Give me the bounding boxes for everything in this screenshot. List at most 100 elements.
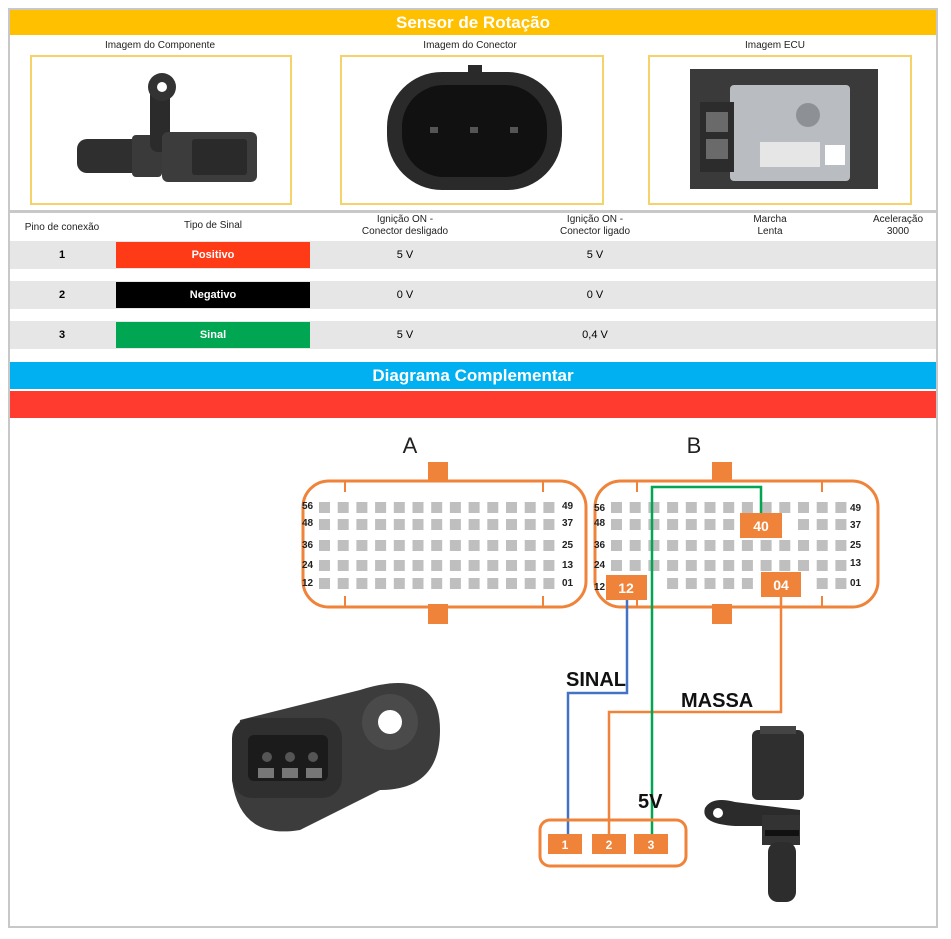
connector-pad (685, 560, 697, 571)
connector-pad (798, 519, 809, 530)
connector-pad (611, 560, 622, 571)
row-label-right: 25 (562, 540, 574, 551)
page-frame (8, 8, 938, 928)
page-title: Sensor de Rotação (10, 10, 936, 35)
connector-pad (524, 502, 536, 513)
connector-pad (816, 502, 828, 513)
connector-pad (356, 540, 368, 551)
connector-pad (648, 519, 660, 530)
connector-pad (319, 540, 330, 551)
connector-pad (449, 502, 461, 513)
connector-pad (816, 560, 828, 571)
pin-number: 1 (58, 249, 66, 261)
signal-type-badge: Positivo (116, 242, 310, 268)
connector-pad (319, 502, 330, 513)
row-label-right: 13 (562, 560, 574, 571)
connector-pad (779, 540, 791, 551)
ign-connected-value: 0 V (586, 289, 604, 301)
connector-pad (506, 578, 517, 589)
row-label-left: 12 (594, 582, 606, 593)
connector-b-label: B (687, 433, 702, 458)
connector-b-top-tab (712, 462, 732, 482)
connector-pad (524, 519, 536, 530)
header-idle-line1: Marcha (753, 214, 787, 225)
signal-type-badge: Negativo (116, 282, 310, 308)
ecu-image (648, 55, 912, 205)
connector-pad (835, 560, 847, 571)
connector-pad (798, 540, 809, 551)
sensor-pin-label: 3 (648, 838, 655, 852)
connector-pad (723, 540, 735, 551)
row-label-right: 13 (850, 558, 862, 569)
row-label-right: 49 (850, 503, 862, 514)
connector-pad (543, 578, 555, 589)
connector-pad (431, 519, 443, 530)
connector-pad (319, 519, 330, 530)
connector-pad (648, 502, 660, 513)
table-row: 3 Sinal 5 V 0,4 V (10, 321, 936, 349)
pin-12-label: 12 (618, 580, 634, 596)
connector-pad (835, 502, 847, 513)
ign-disconnected-value: 5 V (396, 329, 414, 341)
connector-pad (667, 560, 679, 571)
section-divider (10, 391, 936, 418)
connector-pad (319, 560, 330, 571)
connector-pad (431, 578, 443, 589)
header-accel-line2: 3000 (886, 226, 910, 237)
row-label-left: 48 (302, 518, 314, 529)
connector-pad (685, 540, 697, 551)
ign-connected-value: 0,4 V (582, 329, 608, 341)
connector-a-label: A (403, 433, 418, 458)
connector-pad (337, 560, 349, 571)
header-ign-disconnected-line2: Conector desligado (361, 226, 449, 237)
connector-pad (779, 502, 791, 513)
row-label-left: 48 (594, 518, 606, 529)
connector-pad (543, 540, 555, 551)
connector-pad (629, 560, 641, 571)
row-label-left: 36 (302, 540, 314, 551)
connector-b-bottom-tab (712, 604, 732, 624)
connector-pad (816, 578, 828, 589)
connector-pad (337, 519, 349, 530)
wire-sinal (566, 595, 629, 836)
row-label-right: 37 (562, 518, 574, 529)
sensor-pin-2 (592, 834, 626, 854)
connector-pad (431, 540, 443, 551)
connector-pad (543, 560, 555, 571)
connector-pad (611, 502, 622, 513)
header-ign-connected-line1: Ignição ON - (566, 214, 624, 225)
connector-pad (685, 502, 697, 513)
connector-pad (356, 519, 368, 530)
connector-pad (375, 540, 387, 551)
connector-pad (319, 578, 330, 589)
connector-pad (393, 502, 405, 513)
connector-pad (393, 560, 405, 571)
connector-pad (468, 502, 480, 513)
connector-pad (449, 560, 461, 571)
row-label-right: 01 (562, 578, 574, 589)
connector-pad (685, 519, 697, 530)
connector-pad (487, 519, 499, 530)
header-idle-line2: Lenta (757, 226, 783, 237)
connector-pad (468, 560, 480, 571)
connector-pad (543, 502, 555, 513)
connector-pad (506, 519, 517, 530)
connector-pad (760, 502, 772, 513)
connector-pad (412, 519, 424, 530)
connector-pad (741, 560, 753, 571)
header-ign-disconnected-line1: Ignição ON - (376, 214, 434, 225)
connector-pad (704, 578, 716, 589)
connector-pad (629, 519, 641, 530)
row-label-left: 36 (594, 540, 606, 551)
connector-pad (375, 578, 387, 589)
sensor-photo-left (232, 683, 440, 832)
connector-pad (487, 578, 499, 589)
connector-pad (741, 502, 753, 513)
connector-pad (412, 540, 424, 551)
row-label-right: 01 (850, 578, 862, 589)
connector-pad (835, 578, 847, 589)
connector-pad (468, 519, 480, 530)
connector-pad (835, 519, 847, 530)
connector-pad (337, 578, 349, 589)
